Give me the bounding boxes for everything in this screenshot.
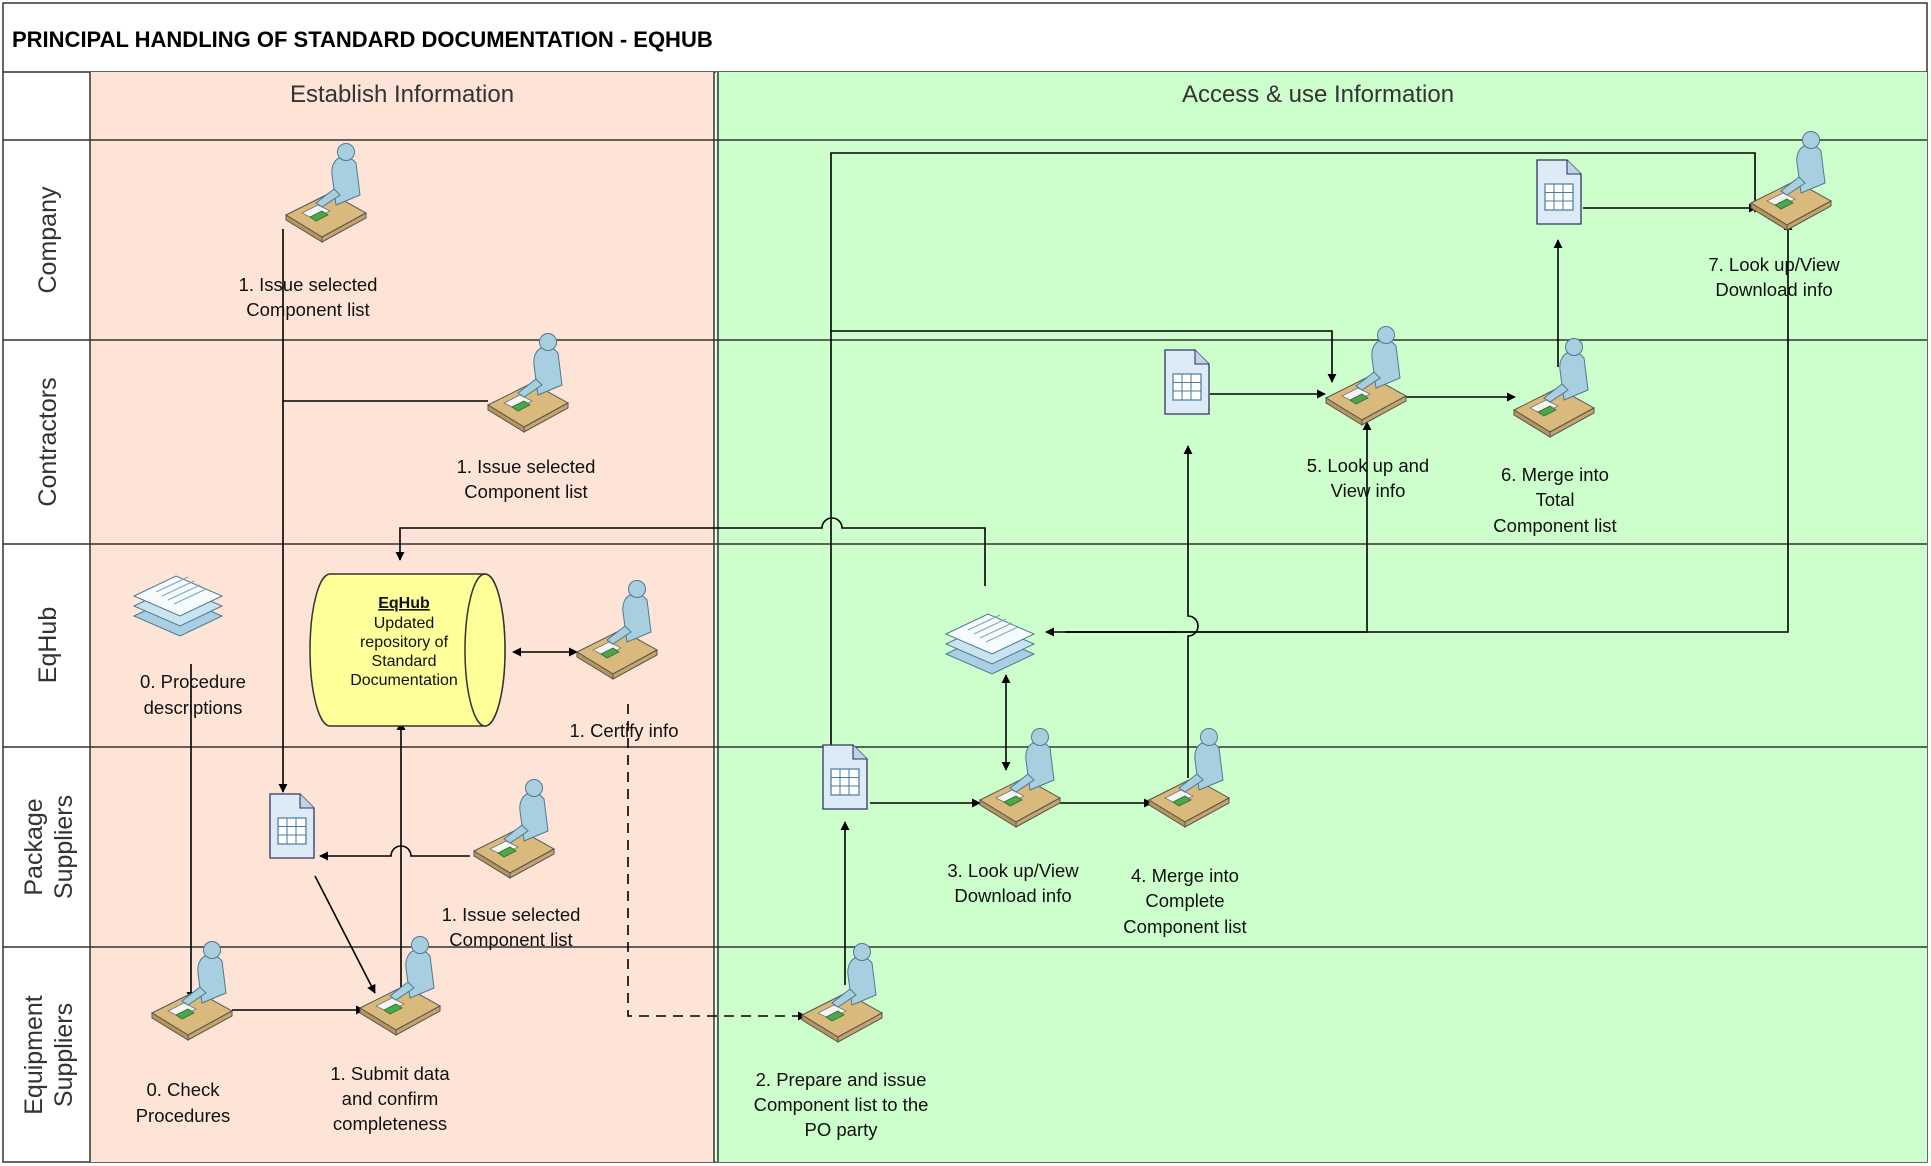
svg-text:Download info: Download info xyxy=(1715,279,1832,300)
complete-component-list-document-icon xyxy=(1164,349,1210,415)
svg-text:1. Submit data: 1. Submit data xyxy=(330,1063,450,1084)
svg-text:Component list: Component list xyxy=(1123,916,1246,937)
prepared-component-list-document-icon xyxy=(822,744,868,810)
svg-text:Component list to the: Component list to the xyxy=(754,1094,929,1115)
label-lookup-view-7: 7. Look up/View Download info xyxy=(1708,254,1840,300)
svg-text:1. Issue selected: 1. Issue selected xyxy=(442,904,581,925)
svg-text:Equipment: Equipment xyxy=(20,995,48,1115)
lane-label-package-suppliers: Package Suppliers xyxy=(20,795,78,899)
label-contractors-issue: 1. Issue selected Component list xyxy=(457,456,596,502)
svg-text:3. Look up/View: 3. Look up/View xyxy=(947,860,1079,881)
label-package-issue: 1. Issue selected Component list xyxy=(442,904,581,950)
svg-text:descriptions: descriptions xyxy=(144,697,243,718)
label-merge-complete: 4. Merge into Complete Component list xyxy=(1123,865,1246,937)
repository-line-3: Standard xyxy=(372,653,437,670)
svg-text:Suppliers: Suppliers xyxy=(50,1003,78,1107)
phase-access-column xyxy=(716,72,1927,1162)
lane-label-company: Company xyxy=(34,186,62,293)
repository-line-4: Documentation xyxy=(350,672,458,689)
package-component-list-document-icon xyxy=(269,793,315,859)
diagram-title: PRINCIPAL HANDLING OF STANDARD DOCUMENTA… xyxy=(12,27,713,52)
repository-line-2: repository of xyxy=(360,634,449,651)
flow-connectors xyxy=(186,152,1793,1021)
svg-text:Package: Package xyxy=(20,798,48,895)
svg-text:Component list: Component list xyxy=(449,929,572,950)
label-company-issue: 1. Issue selected Component list xyxy=(239,274,378,320)
label-lookup-view-3: 3. Look up/View Download info xyxy=(947,860,1079,906)
svg-text:0. Check: 0. Check xyxy=(146,1079,220,1100)
label-merge-total: 6. Merge into Total Component list xyxy=(1493,464,1616,536)
phase-header-establish: Establish Information xyxy=(290,81,514,108)
repository-title: EqHub xyxy=(378,595,430,612)
label-prepare-issue: 2. Prepare and issue Component list to t… xyxy=(754,1069,929,1140)
svg-text:Procedures: Procedures xyxy=(136,1105,231,1126)
lane-label-contractors: Contractors xyxy=(34,377,62,506)
label-certify-info: 1. Certify info xyxy=(570,720,679,741)
svg-text:5. Look up and: 5. Look up and xyxy=(1307,455,1429,476)
repository-line-1: Updated xyxy=(374,615,435,632)
label-lookup-view-5: 5. Look up and View info xyxy=(1307,455,1429,501)
svg-text:1. Issue selected: 1. Issue selected xyxy=(457,456,596,477)
svg-text:6. Merge into: 6. Merge into xyxy=(1501,464,1609,485)
svg-text:1. Certify info: 1. Certify info xyxy=(570,720,679,741)
svg-text:Download info: Download info xyxy=(954,885,1071,906)
svg-text:completeness: completeness xyxy=(333,1113,447,1134)
svg-text:Suppliers: Suppliers xyxy=(50,795,78,899)
svg-text:7. Look up/View: 7. Look up/View xyxy=(1708,254,1840,275)
svg-text:Component list: Component list xyxy=(464,481,587,502)
svg-text:0. Procedure: 0. Procedure xyxy=(140,671,246,692)
label-check-procedures: 0. Check Procedures xyxy=(136,1079,231,1126)
svg-text:PO party: PO party xyxy=(805,1119,879,1140)
total-component-list-document-icon xyxy=(1536,159,1582,225)
label-procedure-descriptions: 0. Procedure descriptions xyxy=(140,671,246,718)
svg-text:Component list: Component list xyxy=(1493,515,1616,536)
phase-header-access: Access & use Information xyxy=(1182,81,1454,108)
eqhub-repository: EqHub Updated repository of Standard Doc… xyxy=(309,573,506,727)
lane-label-equipment-suppliers: Equipment Suppliers xyxy=(20,995,78,1115)
svg-text:and confirm: and confirm xyxy=(342,1088,439,1109)
svg-text:4. Merge into: 4. Merge into xyxy=(1131,865,1239,886)
svg-text:View info: View info xyxy=(1331,480,1406,501)
svg-text:Component list: Component list xyxy=(246,299,369,320)
svg-text:2. Prepare and issue: 2. Prepare and issue xyxy=(756,1069,927,1090)
svg-text:Complete: Complete xyxy=(1145,890,1224,911)
lane-label-eqhub: EqHub xyxy=(34,607,62,683)
label-submit-data: 1. Submit data and confirm completeness xyxy=(330,1063,450,1134)
svg-text:Total: Total xyxy=(1535,489,1574,510)
svg-text:1. Issue selected: 1. Issue selected xyxy=(239,274,378,295)
